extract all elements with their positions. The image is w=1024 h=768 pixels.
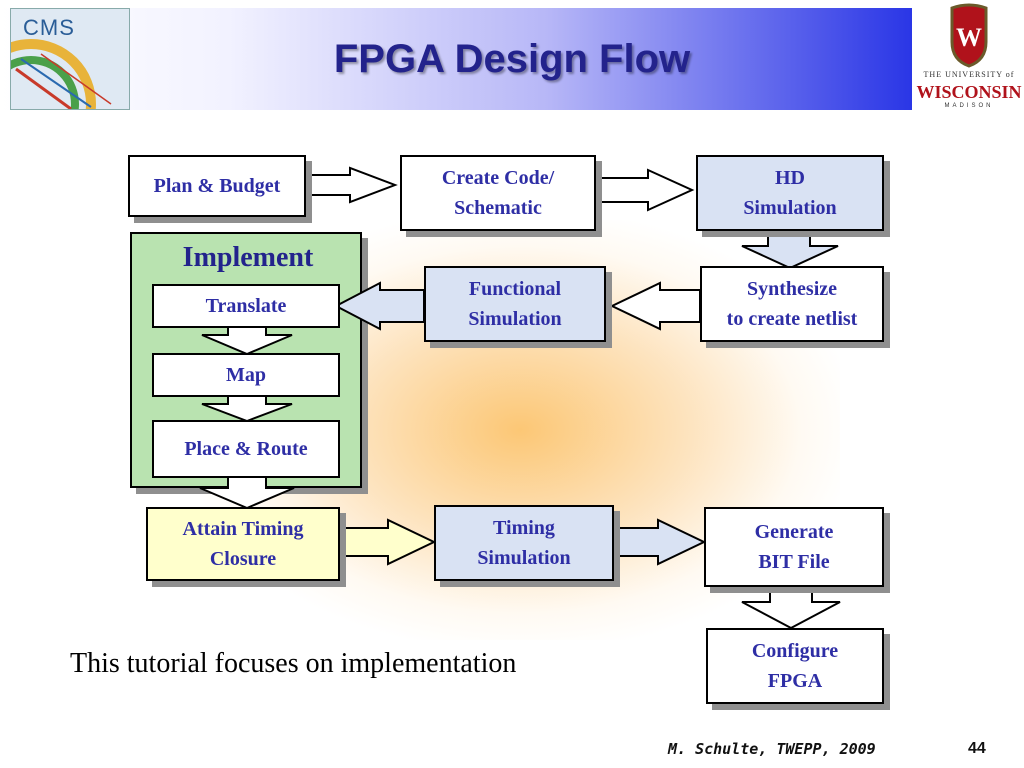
arrow-map-to-place (201, 395, 293, 423)
configure-fpga-box: Configure FPGA (706, 628, 884, 704)
implement-title: Implement (182, 242, 314, 273)
arrow-place-to-closure (199, 476, 295, 510)
generate-bit-line1: Generate (754, 521, 834, 543)
arrow-synth-to-functional (609, 281, 701, 331)
uw-logo-line3: MADISON (944, 103, 994, 109)
plan-budget-label: Plan & Budget (153, 175, 281, 197)
functional-simulation-box: Functional Simulation (424, 266, 606, 342)
synthesize-line1: Synthesize (747, 278, 837, 300)
place-route-box: Place & Route (152, 420, 340, 478)
cms-logo-text: CMS (23, 15, 75, 40)
footer-credit: M. Schulte, TWEPP, 2009 (668, 740, 876, 758)
hd-simulation-box: HD Simulation (696, 155, 884, 231)
hd-simulation-line1: HD (774, 167, 805, 189)
arrow-plan-to-create (299, 166, 398, 204)
create-code-box: Create Code/ Schematic (400, 155, 596, 231)
hd-simulation-line2: Simulation (743, 197, 837, 219)
title-banner (0, 8, 912, 110)
page-number: 44 (968, 740, 986, 757)
caption-text: This tutorial focuses on implementation (70, 648, 517, 679)
uw-madison-logo: W THE UNIVERSITY of WISCONSIN MADISON (914, 2, 1024, 112)
svg-text:W: W (956, 23, 982, 52)
generate-bit-line2: BIT File (758, 551, 830, 573)
timing-closure-line1: Attain Timing (182, 518, 304, 540)
synthesize-line2: to create netlist (726, 308, 858, 330)
uw-logo-line2: WISCONSIN (916, 82, 1022, 102)
timing-simulation-line2: Simulation (477, 547, 571, 569)
arrow-functional-to-translate (333, 281, 425, 331)
timing-closure-box: Attain Timing Closure (146, 507, 340, 581)
translate-label: Translate (205, 294, 287, 317)
uw-logo-line1: THE UNIVERSITY of (923, 70, 1015, 79)
synthesize-box: Synthesize to create netlist (700, 266, 884, 342)
configure-fpga-line2: FPGA (767, 670, 823, 692)
timing-simulation-box: Timing Simulation (434, 505, 614, 581)
create-code-line1: Create Code/ (441, 167, 555, 189)
timing-closure-line2: Closure (209, 548, 277, 570)
place-route-label: Place & Route (184, 437, 308, 460)
arrow-translate-to-map (201, 326, 293, 356)
translate-box: Translate (152, 284, 340, 328)
cms-logo-graphic (11, 39, 112, 109)
arrow-create-to-hd (595, 168, 695, 212)
arrow-bit-to-configure (741, 585, 841, 630)
uw-crest-icon: W (950, 3, 988, 68)
timing-simulation-line1: Timing (493, 517, 555, 539)
arrow-hd-to-synth (741, 231, 839, 270)
create-code-line2: Schematic (454, 197, 542, 219)
cms-logo: CMS (10, 8, 130, 110)
functional-simulation-line1: Functional (468, 278, 562, 300)
plan-budget-box: Plan & Budget (128, 155, 306, 217)
map-label: Map (226, 363, 266, 386)
map-box: Map (152, 353, 340, 397)
arrow-timingsim-to-bit (613, 518, 707, 566)
slide-title: FPGA Design Flow (333, 37, 691, 81)
arrow-closure-to-timingsim (339, 518, 437, 566)
generate-bit-box: Generate BIT File (704, 507, 884, 587)
functional-simulation-line2: Simulation (468, 308, 562, 330)
configure-fpga-line1: Configure (751, 640, 839, 662)
